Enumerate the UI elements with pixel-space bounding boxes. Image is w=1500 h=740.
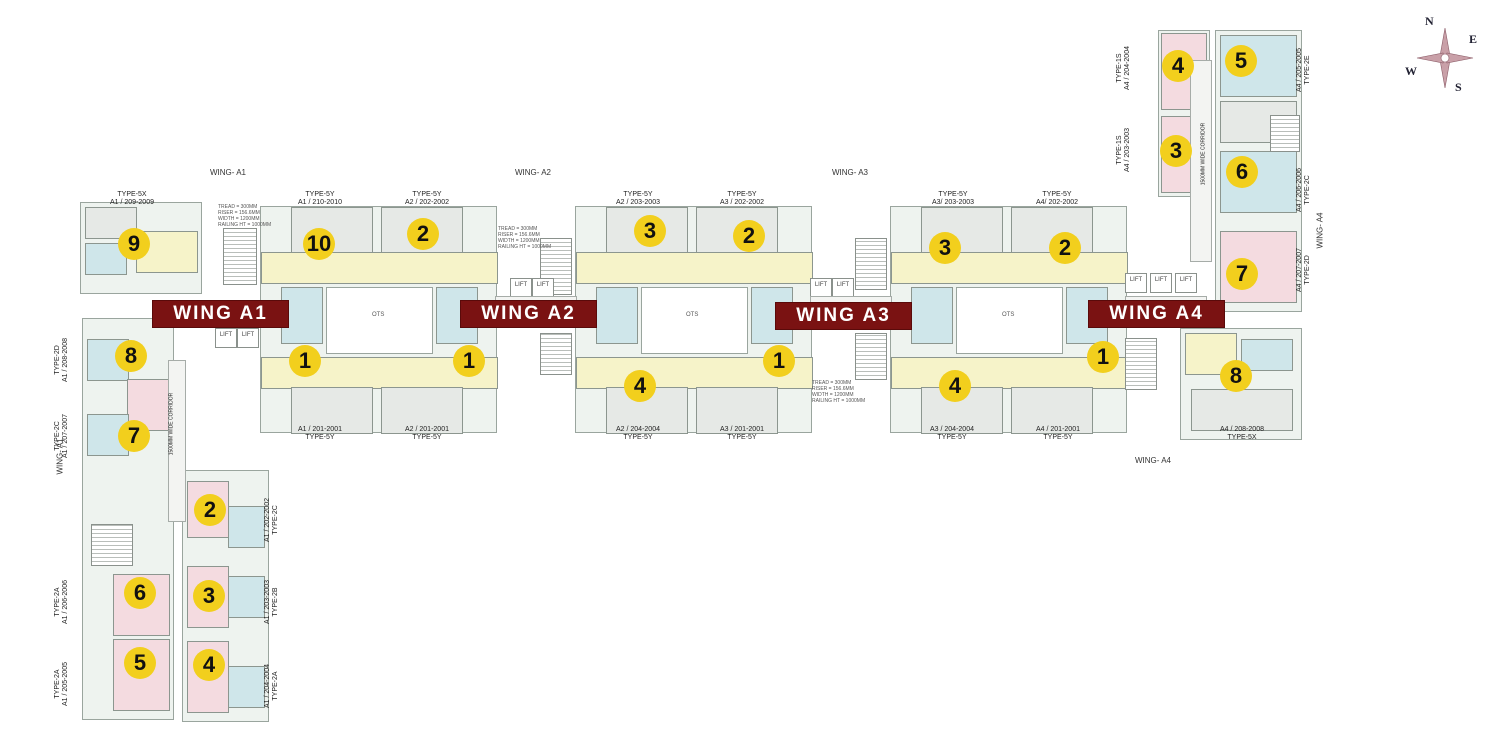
unit-badge-a1-8: 8	[115, 340, 147, 372]
unit-badge-a2-4: 4	[624, 370, 656, 402]
unit-badge-a3-2: 2	[733, 220, 765, 252]
wing-label-a4-side: WING- A4	[1315, 212, 1325, 249]
wing-label-a3: WING- A3	[832, 168, 869, 177]
unit-badge-a2-1: 1	[453, 345, 485, 377]
lift-a2-2: LIFT	[532, 278, 554, 298]
stair-a4-upper	[1270, 115, 1300, 152]
unit-badge-a2-3: 3	[634, 215, 666, 247]
unit-badge-a1-2: 2	[194, 494, 226, 526]
ots-label-a2: OTS	[686, 312, 699, 318]
wing-label-a1: WING- A1	[210, 168, 247, 177]
wing-label-a2: WING- A2	[515, 168, 552, 177]
unit-badge-a1-6: 6	[124, 577, 156, 609]
corridor-label-a1: 1500MM WIDE CORRIDOR	[168, 392, 175, 456]
unit-badge-a4-4: 4	[1162, 50, 1194, 82]
stair-a4	[1125, 338, 1157, 390]
unit-badge-a1-1: 1	[289, 345, 321, 377]
unit-block-a4-8	[1180, 328, 1302, 440]
unit-badge-a1-7: 7	[118, 420, 150, 452]
unit-badge-a4-6: 6	[1226, 156, 1258, 188]
unit-badge-a4-1: 1	[1087, 341, 1119, 373]
lift-a4-2: LIFT	[1150, 273, 1172, 293]
compass-s: S	[1455, 80, 1462, 94]
lift-a3-2: LIFT	[832, 278, 854, 298]
corridor-a1-vertical	[168, 360, 186, 522]
stair-a3-lower	[855, 333, 887, 380]
compass-rose: N E S W	[1405, 14, 1485, 98]
compass-e: E	[1469, 32, 1478, 46]
lift-a1-1: LIFT	[215, 328, 237, 348]
ots-label-a1: OTS	[372, 312, 385, 318]
stair-a2-lower	[540, 333, 572, 375]
lift-a1-2: LIFT	[237, 328, 259, 348]
unit-badge-a4-3: 3	[1160, 135, 1192, 167]
unit-badge-a4-2: 2	[1049, 232, 1081, 264]
lift-a4-3: LIFT	[1175, 273, 1197, 293]
unit-badge-a3-4: 4	[939, 370, 971, 402]
unit-badge-a4-8: 8	[1220, 360, 1252, 392]
unit-badge-a1-4: 4	[193, 649, 225, 681]
floor-plan-main: LIFT LIFT LIFT LIFT LIFT LIFT LIFT LIFT …	[80, 188, 1305, 448]
unit-badge-a1-5: 5	[124, 647, 156, 679]
lift-a4-1: LIFT	[1125, 273, 1147, 293]
wing-banner-a3: WING A3	[775, 302, 912, 330]
unit-badge-a2-2: 2	[407, 218, 439, 250]
compass-n: N	[1425, 14, 1434, 28]
unit-badge-a4-7: 7	[1226, 258, 1258, 290]
unit-badge-a1-3: 3	[193, 580, 225, 612]
unit-badge-a4-5: 5	[1225, 45, 1257, 77]
unit-badge-a1-10: 10	[303, 228, 335, 260]
stair-a1	[223, 228, 257, 285]
wing-banner-a4: WING A4	[1088, 300, 1225, 328]
tower-a4-upper-right	[1215, 30, 1302, 312]
lift-a2-1: LIFT	[510, 278, 532, 298]
unit-badge-a3-1: 1	[763, 345, 795, 377]
corridor-label-a4: 1500MM WIDE CORRIDOR	[1200, 122, 1207, 186]
wing-banner-a2: WING A2	[460, 300, 597, 328]
stair-a3	[855, 238, 887, 290]
unit-badge-a1-9: 9	[118, 228, 150, 260]
wing-label-a4-bottom: WING- A4	[1135, 456, 1172, 465]
wing-banner-a1: WING A1	[152, 300, 289, 328]
compass-icon	[1416, 27, 1474, 89]
ots-label-a3: OTS	[1002, 312, 1015, 318]
unit-badge-a3-3: 3	[929, 232, 961, 264]
compass-w: W	[1405, 64, 1417, 78]
lift-a3-1: LIFT	[810, 278, 832, 298]
corridor-a4-vertical	[1190, 60, 1212, 262]
